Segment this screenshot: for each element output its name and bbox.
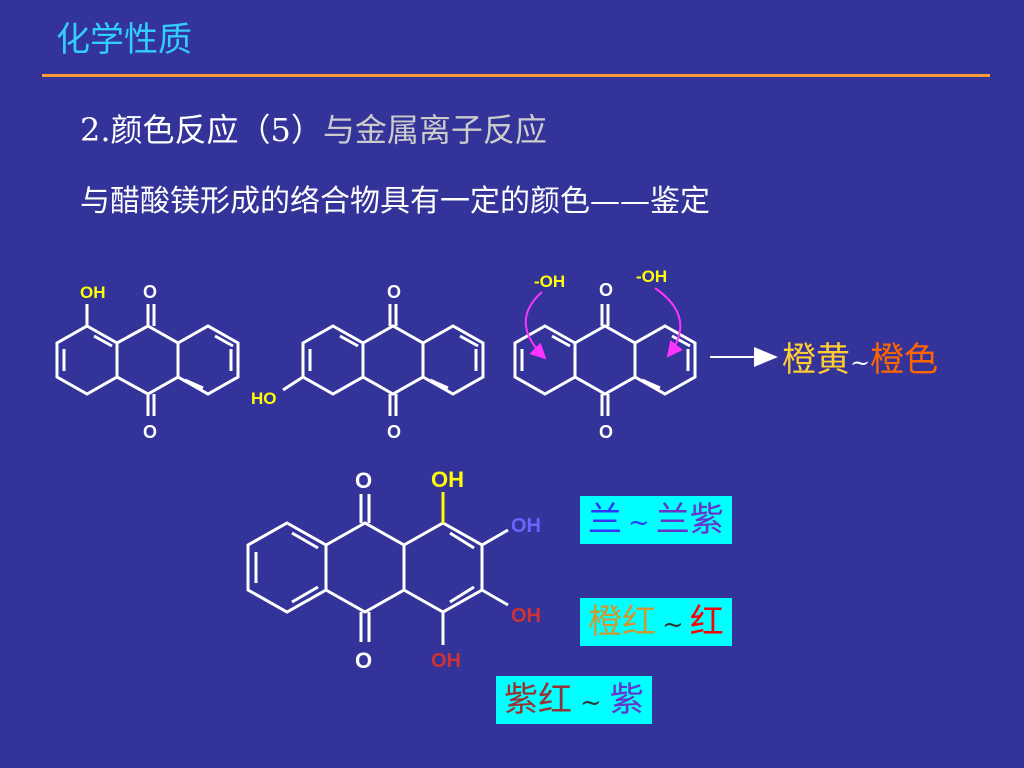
s4-oh1: OH xyxy=(431,467,464,492)
s3-oh-left: -OH xyxy=(534,272,565,291)
structure-1-hydroxyanthraquinone xyxy=(55,304,240,416)
title-divider xyxy=(42,74,990,77)
structure-2-hydroxyanthraquinone xyxy=(282,304,485,416)
s2-o-top: O xyxy=(387,282,401,302)
result-blue-violet: 兰~兰紫 xyxy=(580,496,732,544)
s4-oh3: OH xyxy=(511,605,541,627)
section-heading: 2.颜色反应（5）与金属离子反应 xyxy=(80,108,547,152)
s3-o-bottom: O xyxy=(599,422,613,442)
s4-o-top: O xyxy=(355,468,372,493)
subtitle: 与醋酸镁形成的络合物具有一定的颜色——鉴定 xyxy=(80,184,710,219)
s1-o-top: O xyxy=(143,282,157,302)
s1-o-bottom: O xyxy=(143,422,157,442)
s2-ho-label: HO xyxy=(251,389,277,408)
heading-topic: 与金属离子反应 xyxy=(322,111,547,149)
result-orange-yellow: 橙黄~橙色 xyxy=(782,340,939,380)
s4-oh4: OH xyxy=(431,650,461,672)
s1-oh-label: OH xyxy=(80,283,106,302)
s4-o-bottom: O xyxy=(355,648,372,673)
s3-oh-right: -OH xyxy=(636,267,667,286)
page-title: 化学性质 xyxy=(56,20,192,60)
result-purple-red: 紫红~紫 xyxy=(496,676,652,724)
s3-o-top: O xyxy=(599,280,613,300)
result-orange-red: 橙红~红 xyxy=(580,598,732,646)
structure-3-anthraquinone xyxy=(513,304,697,416)
s3-right-arrow xyxy=(654,287,683,358)
s2-o-bottom: O xyxy=(387,422,401,442)
s4-oh2: OH xyxy=(511,515,541,537)
structure-4-polyhydroxyanthraquinone xyxy=(246,494,509,645)
heading-number: 2.颜色反应（5） xyxy=(80,111,323,149)
s3-left-arrow xyxy=(524,291,547,360)
